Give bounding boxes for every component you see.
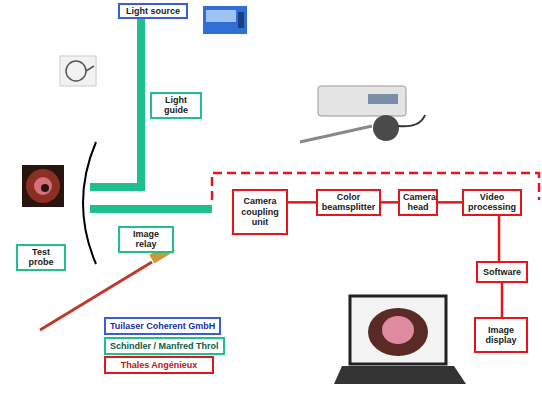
legend-text: Thales Angénieux bbox=[121, 360, 198, 370]
process-box: Image display bbox=[474, 317, 528, 353]
legend-text: Tuilaser Coherent GmbH bbox=[110, 321, 215, 331]
probe-view-photo bbox=[22, 165, 64, 207]
cable-photo bbox=[60, 56, 96, 86]
box-label: Test probe bbox=[21, 247, 61, 268]
laptop-photo bbox=[334, 296, 466, 384]
box-label: Color beamsplitter bbox=[321, 192, 376, 213]
box-label: Video processing bbox=[467, 192, 517, 213]
legend-text: Schindler / Manfred Throl bbox=[110, 341, 219, 351]
camera-system-photo bbox=[300, 86, 425, 142]
process-box: Light source bbox=[118, 3, 188, 19]
box-label: Light source bbox=[123, 6, 183, 16]
light-guide-bar bbox=[90, 18, 145, 191]
legend-swatch: Schindler / Manfred Throl bbox=[104, 337, 225, 355]
box-label: Light guide bbox=[155, 95, 197, 116]
process-box: Image relay bbox=[118, 226, 174, 253]
connector-line bbox=[501, 283, 504, 317]
process-box: Video processing bbox=[462, 189, 522, 216]
box-label: Camera head bbox=[403, 192, 433, 213]
legend-swatch: Thales Angénieux bbox=[104, 356, 214, 374]
legend-swatch: Tuilaser Coherent GmbH bbox=[104, 317, 221, 335]
process-box: Software bbox=[476, 261, 528, 283]
bracket bbox=[83, 142, 96, 264]
image-relay-bar bbox=[90, 205, 212, 213]
box-label: Camera coupling unit bbox=[237, 196, 283, 227]
box-label: Image relay bbox=[123, 229, 169, 250]
box-label: Software bbox=[481, 267, 523, 277]
connector-line bbox=[288, 201, 316, 204]
process-box: Camera head bbox=[398, 189, 438, 216]
light-source-photo bbox=[203, 6, 247, 34]
process-box: Light guide bbox=[150, 92, 202, 119]
process-box: Camera coupling unit bbox=[232, 189, 288, 235]
connector-line bbox=[438, 201, 462, 204]
process-box: Test probe bbox=[16, 244, 66, 271]
box-label: Image display bbox=[479, 325, 523, 346]
process-box: Color beamsplitter bbox=[316, 189, 381, 216]
connector-line bbox=[498, 216, 501, 261]
connector-line bbox=[381, 201, 398, 204]
